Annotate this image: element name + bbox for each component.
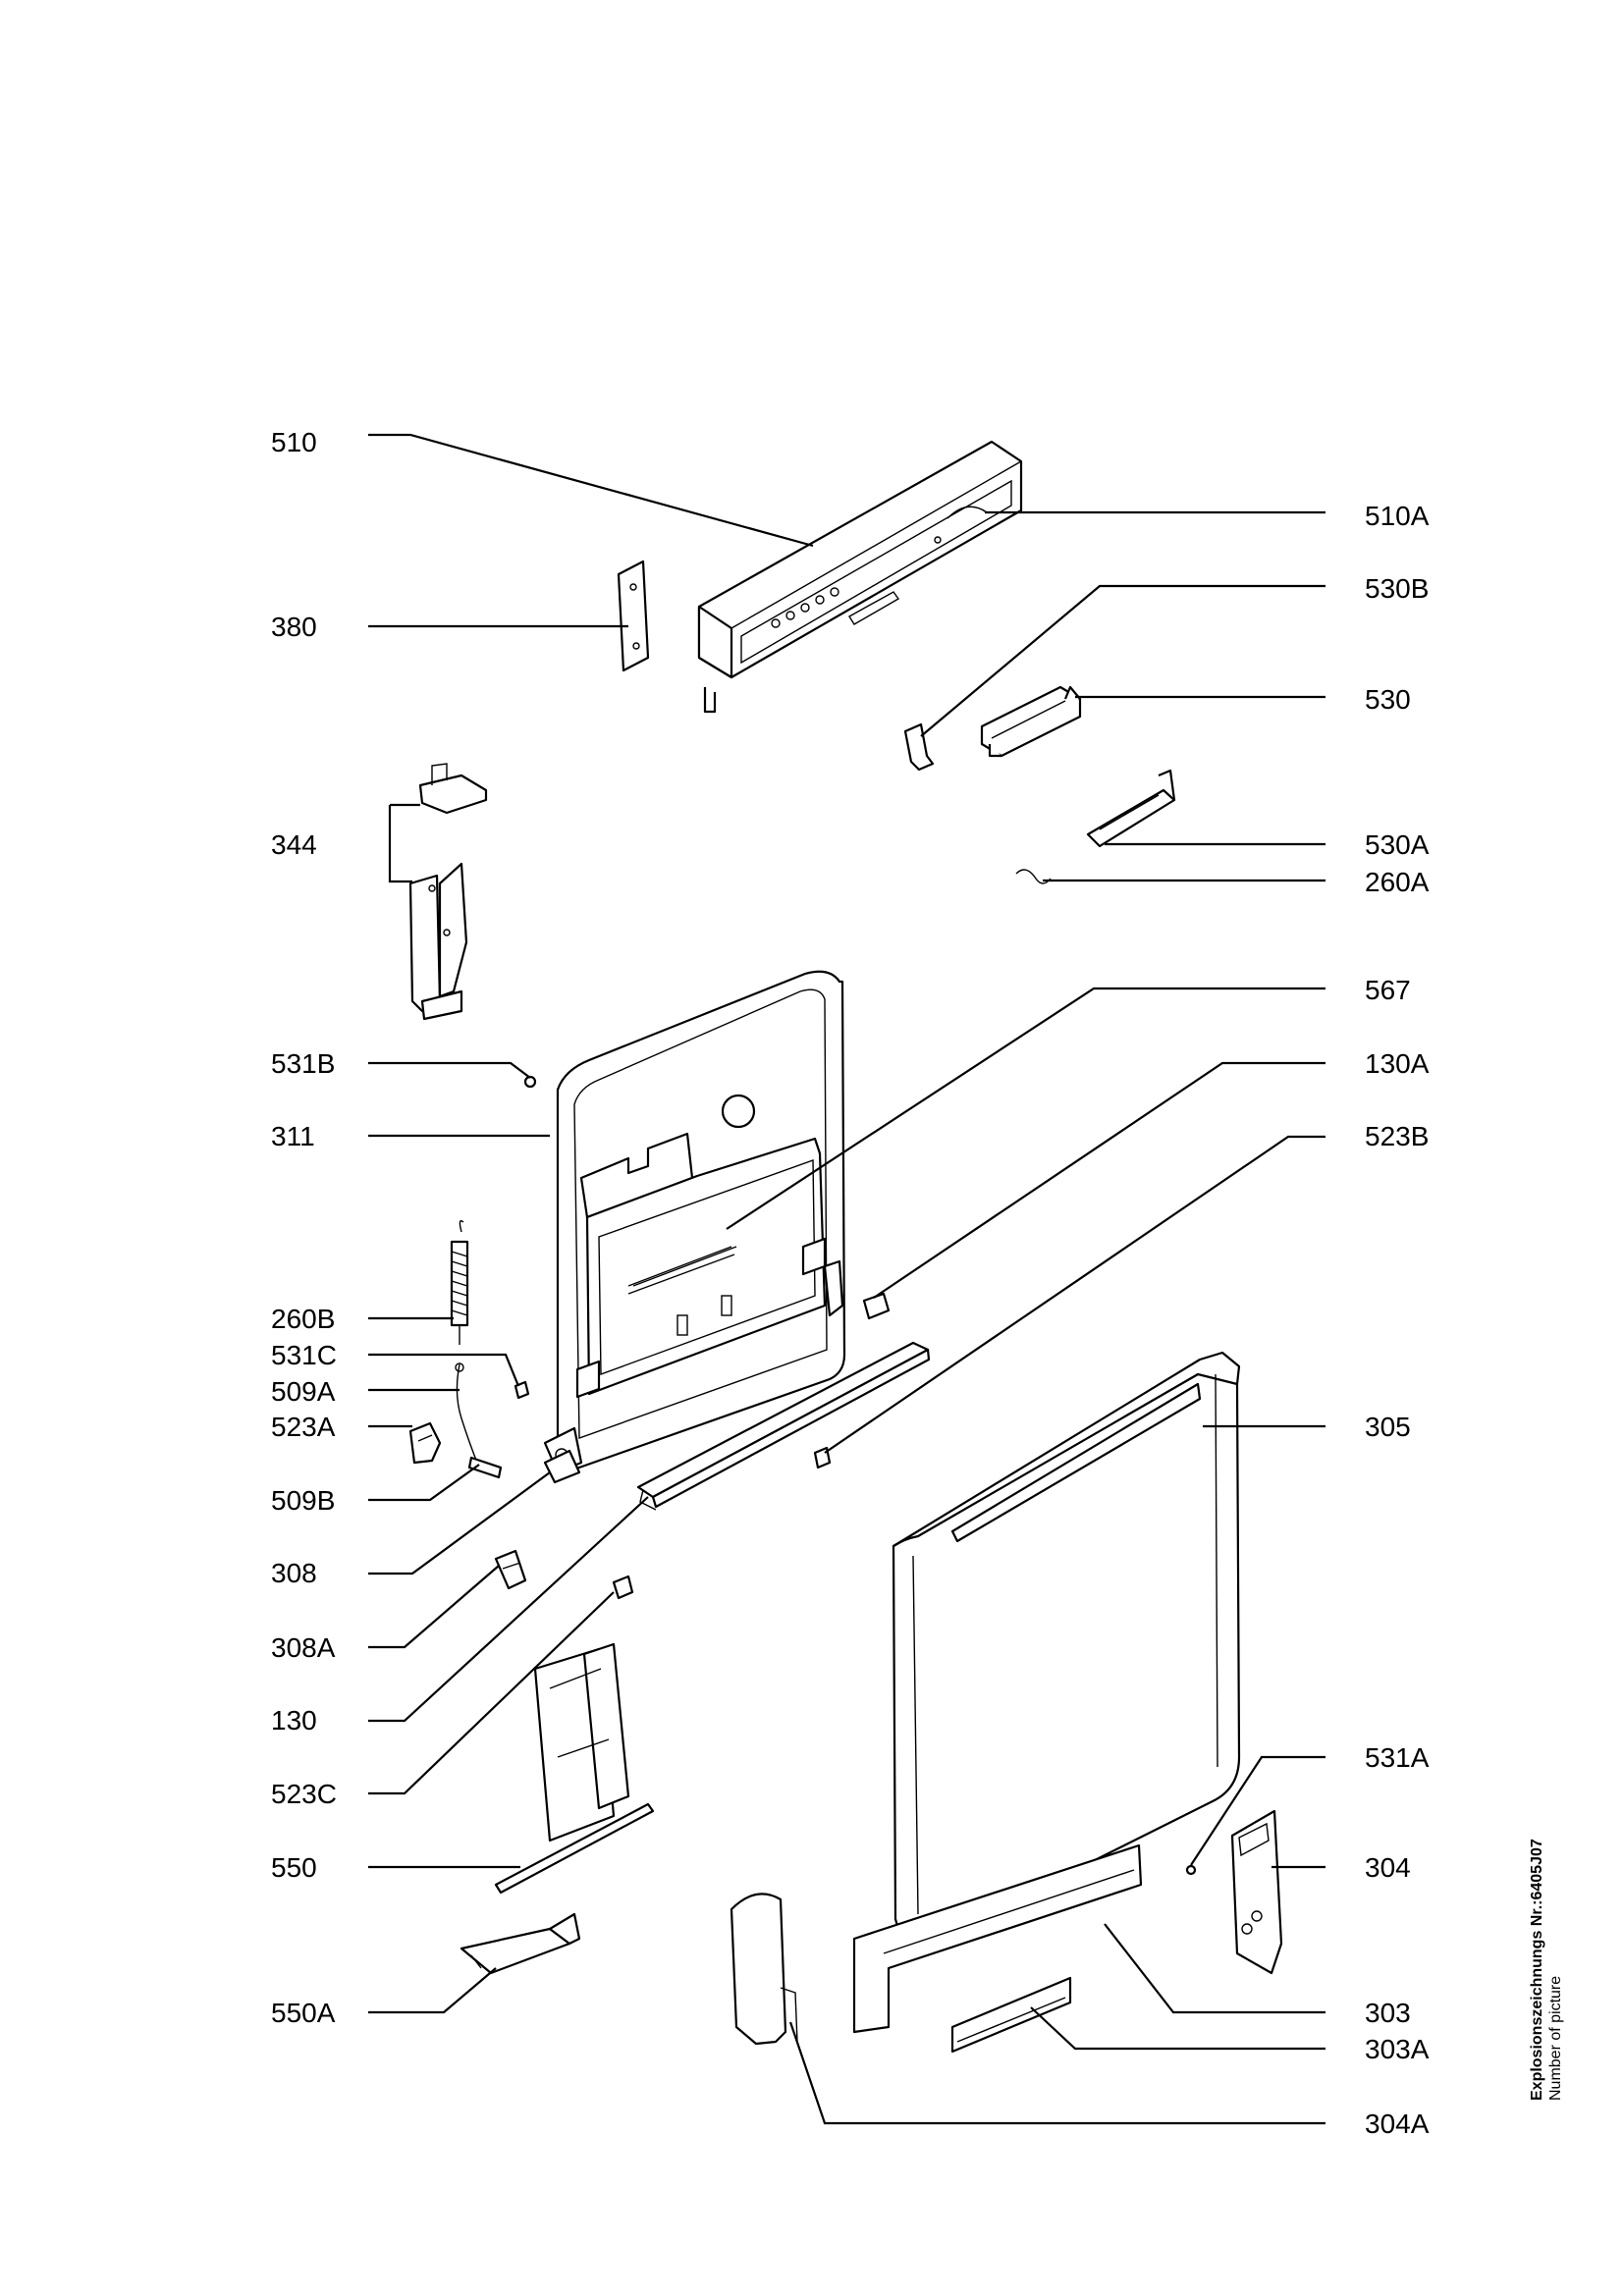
label-303: 303 (1365, 1998, 1411, 2028)
label-130A: 130A (1365, 1048, 1430, 1079)
part-530A-rail (1086, 769, 1176, 848)
part-531B-screw (523, 1075, 537, 1089)
drawing-number: Explosionszeichnungs Nr.:6405J07 (1529, 1839, 1545, 2101)
label-530A: 530A (1365, 829, 1430, 860)
part-530B-clip (903, 722, 935, 772)
part-550-frame (494, 1642, 655, 1895)
label-308: 308 (271, 1558, 317, 1588)
part-344-bracket-assembly (408, 763, 488, 1021)
part-303-kickboard (852, 1843, 1143, 2034)
part-523A-clip (408, 1421, 442, 1465)
part-311-inner-door (543, 970, 846, 1474)
part-523C-clip (612, 1575, 634, 1600)
label-260A: 260A (1365, 867, 1430, 897)
part-308-hinge (543, 1449, 581, 1484)
part-305-door-panel (892, 1351, 1241, 1944)
part-308A-bracket (494, 1549, 527, 1590)
part-380-plate (617, 560, 650, 672)
part-260A-spring-clip (1015, 869, 1052, 884)
label-530B: 530B (1365, 573, 1429, 604)
label-509B: 509B (271, 1485, 335, 1516)
drawing-number-subtitle: Number of picture (1547, 1975, 1564, 2101)
label-260B: 260B (271, 1304, 335, 1334)
label-305: 305 (1365, 1412, 1411, 1442)
label-303A: 303A (1365, 2034, 1430, 2064)
part-509B-rod (467, 1456, 503, 1479)
part-304A-end-cap (730, 1893, 798, 2046)
part-130-rail (636, 1341, 931, 1511)
drawing-number-caption: Explosionszeichnungs Nr.:6405J07 Number … (1528, 1839, 1623, 2101)
part-labels: 510 510A 380 530B 530 344 530A 260A 567 … (271, 427, 1430, 2139)
label-311: 311 (271, 1121, 315, 1151)
part-304-end-cap (1230, 1809, 1283, 1975)
label-523A: 523A (271, 1412, 336, 1442)
label-130: 130 (271, 1705, 317, 1735)
part-303A-plate (950, 1976, 1072, 2054)
part-531C-screw (514, 1380, 530, 1400)
label-550: 550 (271, 1852, 317, 1883)
label-523C: 523C (271, 1779, 337, 1809)
part-531A-screw (1185, 1864, 1197, 1876)
label-380: 380 (271, 612, 317, 642)
label-523B: 523B (1365, 1121, 1429, 1151)
label-550A: 550A (271, 1998, 336, 2028)
label-567: 567 (1365, 975, 1411, 1005)
label-531B: 531B (271, 1048, 335, 1079)
leader-lines (368, 433, 1325, 2125)
part-550A-bracket (460, 1912, 581, 1975)
label-531A: 531A (1365, 1742, 1430, 1773)
label-304: 304 (1365, 1852, 1411, 1883)
label-531C: 531C (271, 1340, 337, 1370)
label-510A: 510A (1365, 501, 1430, 531)
part-260B-spring (450, 1220, 469, 1345)
label-510: 510 (271, 427, 317, 457)
label-304A: 304A (1365, 2109, 1430, 2139)
part-509A-cord (455, 1362, 478, 1464)
part-530-bracket (980, 685, 1082, 758)
label-308A: 308A (271, 1632, 336, 1663)
label-530: 530 (1365, 684, 1411, 715)
part-510-control-panel (697, 440, 1023, 714)
label-344: 344 (271, 829, 317, 860)
label-509A: 509A (271, 1376, 336, 1407)
part-567-rail (627, 1246, 732, 1287)
part-130A-block (862, 1292, 891, 1320)
